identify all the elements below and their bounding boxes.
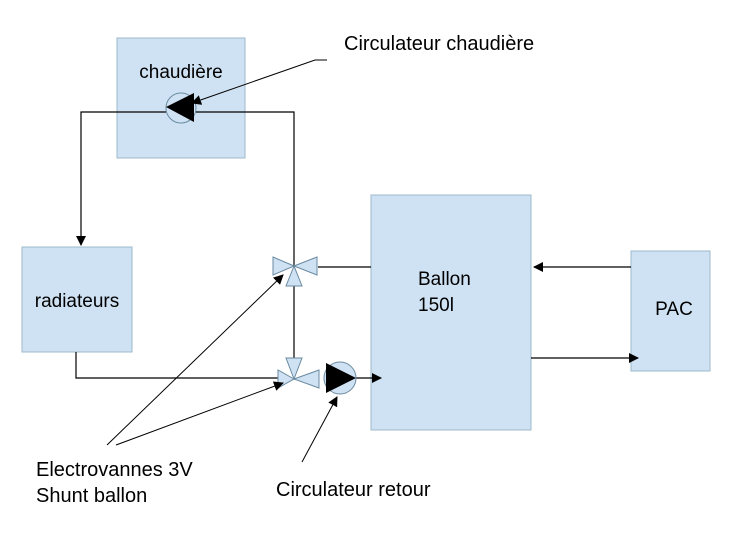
pipe-radiators-return [75,352,278,379]
callout-shunt-ballon: Shunt ballon [36,485,147,507]
ballon-capacity-label: 150l [418,295,454,316]
boiler-circulator-pump-icon [165,92,197,124]
radiateurs-label: radiateurs [35,291,120,312]
pipe-boiler-to-radiators [76,111,166,246]
return-circulator-pump-icon [323,361,357,395]
leader-circulateur-retour [301,396,338,463]
ballon-box: Ballon 150l [370,194,532,431]
callout-circulateur-chaudiere: Circulateur chaudière [344,33,534,55]
callout-electrovannes: Electrovannes 3V [36,459,193,481]
upper-3way-valve-icon [272,256,318,287]
lower-3way-valve-icon [277,357,320,389]
pipes [75,111,639,383]
radiateurs-box: radiateurs [21,246,133,353]
callout-leaders [106,59,338,463]
leader-circulateur-chaudiere [191,59,327,105]
chaudiere-box: chaudière [116,37,246,159]
leader-electrovanne-lower [115,381,284,446]
chaudiere-label: chaudière [139,62,222,83]
pac-box: PAC [630,250,711,372]
ballon-label: Ballon [418,269,471,290]
pac-label: PAC [655,299,693,320]
callout-circulateur-retour: Circulateur retour [276,479,431,501]
leader-electrovanne-upper [106,274,284,446]
